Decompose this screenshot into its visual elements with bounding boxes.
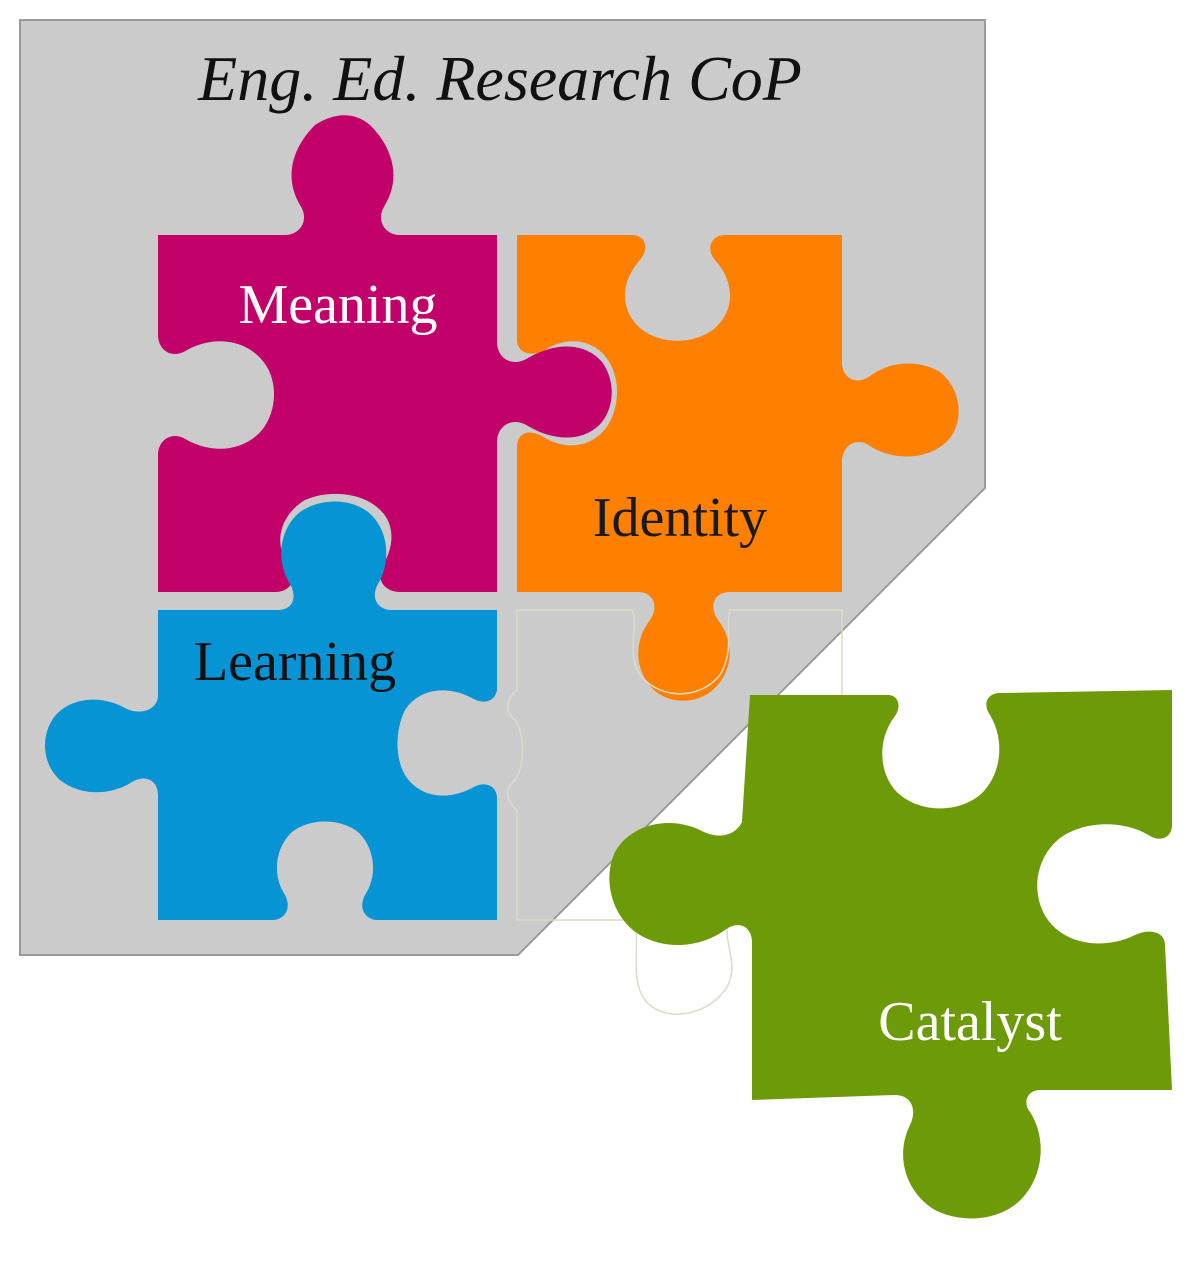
learning-puzzle-piece-icon	[44, 501, 498, 920]
empty-puzzle-slot-icon	[507, 609, 843, 1015]
catalyst-label: Catalyst	[878, 991, 1062, 1053]
identity-puzzle-piece-icon	[517, 235, 959, 701]
meaning-label: Meaning	[238, 274, 437, 336]
meaning-puzzle-piece-icon	[158, 115, 612, 592]
panel-title: Eng. Ed. Research CoP	[197, 43, 802, 114]
identity-label: Identity	[593, 487, 767, 549]
learning-label: Learning	[194, 631, 396, 693]
catalyst-puzzle-piece-icon	[609, 690, 1172, 1219]
